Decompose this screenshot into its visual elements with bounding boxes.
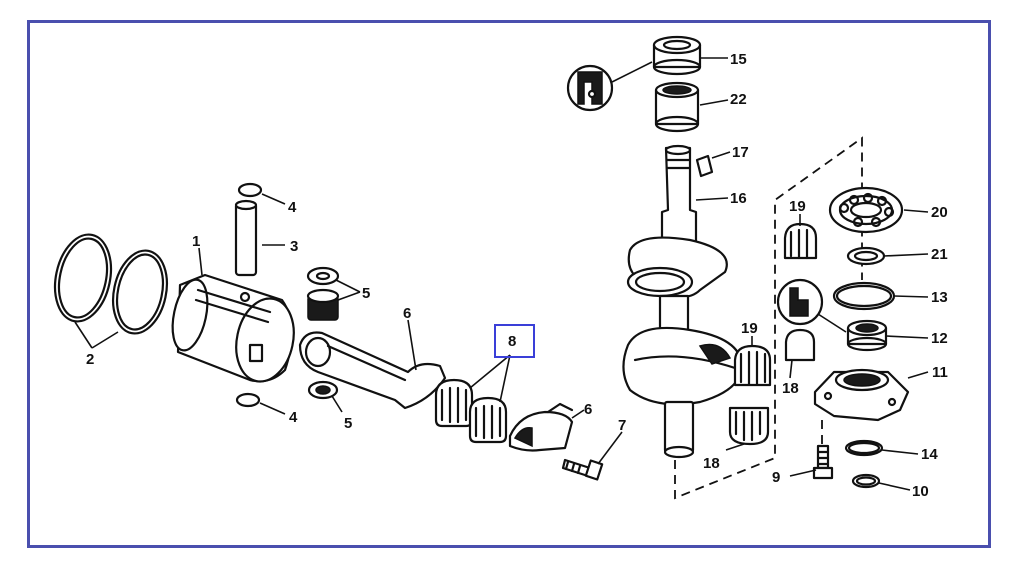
callout-5-bottom: 5 [344,415,352,432]
callout-19-crank: 19 [741,320,758,337]
callout-4-bottom: 4 [289,409,298,426]
callout-11: 11 [932,364,948,381]
callout-19-right: 19 [789,198,806,215]
callout-1: 1 [192,233,200,250]
connecting-rod [298,331,447,410]
main-bearing-19 [783,222,818,260]
washer-10 [851,473,881,489]
main-bearing-18 [784,328,816,362]
main-bearing-upper [733,344,772,387]
lower-seal [846,319,888,352]
ball-bearing [828,186,904,234]
callout-21: 21 [931,246,948,263]
rod-cap [508,402,574,452]
callout-14: 14 [921,446,938,463]
callout-6-cap: 6 [584,401,592,418]
callout-20: 20 [931,204,948,221]
callout-9: 9 [772,469,780,486]
callout-labels: 1 2 3 4 4 5 5 6 6 7 8 9 10 11 12 13 14 1… [86,51,948,500]
callout-4-top: 4 [288,199,297,216]
o-ring-13 [832,281,896,311]
piston [171,273,295,383]
pin-retainer-top [237,182,263,198]
callout-10: 10 [912,483,929,500]
callout-8-highlight-box[interactable] [494,324,535,358]
pin-retainer-bottom [235,392,261,408]
wrist-pin [234,199,258,277]
callout-3: 3 [290,238,298,255]
top-seal [652,35,702,76]
callout-12: 12 [931,330,948,347]
callout-5-top: 5 [362,285,370,302]
screw-9 [812,420,834,480]
needle-bearing-washers [306,266,340,400]
o-ring-14 [844,439,884,457]
main-bearing-lower [728,406,770,446]
callout-18-right: 18 [782,380,799,397]
callout-17: 17 [732,144,749,161]
rod-bearing-halves [434,378,508,444]
piston-rings [53,233,168,335]
callout-15: 15 [730,51,747,68]
callout-18-lower: 18 [703,455,720,472]
bearing-group-bracket [674,136,863,500]
callout-16: 16 [730,190,747,207]
woodruff-key [695,154,714,178]
leader-lines [74,57,929,491]
seal-detail-inset [566,61,653,112]
callout-6-rod: 6 [403,305,411,322]
callout-8: 8 [508,333,516,350]
rod-bolt [561,458,604,481]
callout-7: 7 [618,417,626,434]
top-needle-bearing [654,81,700,133]
callout-2: 2 [86,351,94,368]
seal-detail-inset-2 [776,278,847,333]
callout-22: 22 [730,91,747,108]
retaining-ring [846,246,886,266]
crankshaft [622,144,744,459]
callout-13: 13 [931,289,948,306]
bearing-housing [813,368,910,422]
